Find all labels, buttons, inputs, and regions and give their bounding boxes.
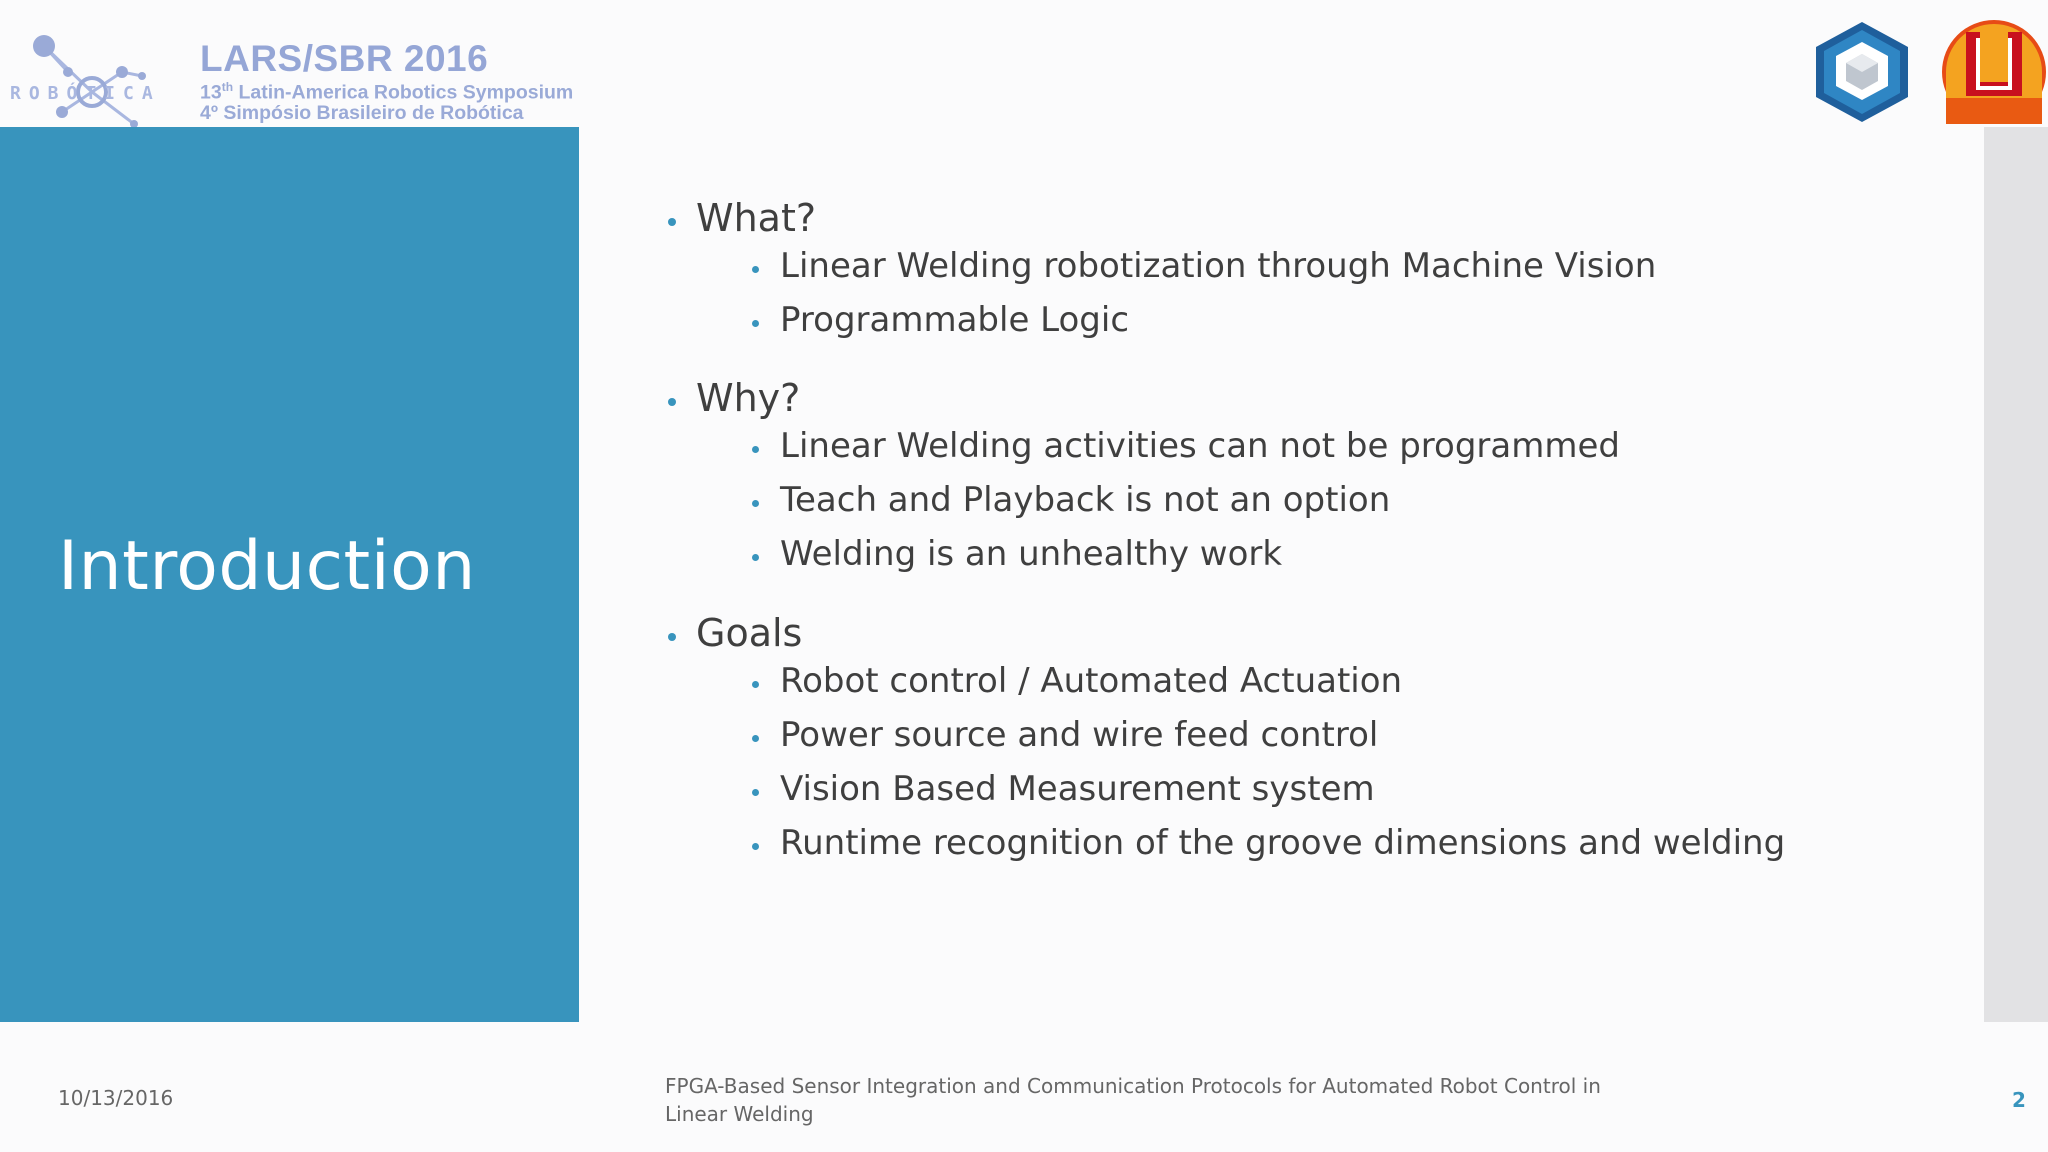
robotica-logo-icon: ROBÓTICA <box>10 35 161 128</box>
bullet-dot <box>668 398 676 406</box>
title-panel <box>0 127 579 1022</box>
sub-bullet: Teach and Playback is not an option <box>780 480 1391 520</box>
section-title: Introduction <box>58 527 476 606</box>
bullet-dot <box>752 843 759 850</box>
sub-bullet: Robot control / Automated Actuation <box>780 661 1403 701</box>
bullet-what: What? <box>696 196 817 240</box>
bullet-goals: Goals <box>696 611 803 655</box>
event-subtitle-en: 13th Latin-America Robotics Symposium <box>200 80 574 104</box>
bullet-dot <box>668 633 676 641</box>
right-decor-strip <box>1984 127 2048 1022</box>
footer-date: 10/13/2016 <box>58 1086 174 1110</box>
bullet-dot <box>752 320 759 327</box>
svg-text:ROBÓTICA: ROBÓTICA <box>10 82 161 104</box>
sub-bullet: Linear Welding robotization through Mach… <box>780 246 1657 286</box>
bullet-dot <box>752 681 759 688</box>
sub-bullet: Vision Based Measurement system <box>780 769 1375 809</box>
lars-sbr-logo: ROBÓTICA LARS/SBR 2016 13th Latin-Americ… <box>0 26 590 130</box>
event-title: LARS/SBR 2016 <box>200 38 489 79</box>
sub-bullet: Power source and wire feed control <box>780 715 1379 755</box>
footer-title: FPGA-Based Sensor Integration and Commun… <box>665 1074 1601 1126</box>
cube-shield-icon <box>1816 22 1908 122</box>
bullet-dot <box>668 218 676 226</box>
bullet-why: Why? <box>696 376 801 420</box>
sub-bullet: Welding is an unhealthy work <box>780 534 1283 574</box>
bullet-dot <box>752 735 759 742</box>
bullet-dot <box>752 554 759 561</box>
page-number: 2 <box>2012 1088 2026 1112</box>
sub-bullet: Linear Welding activities can not be pro… <box>780 426 1620 466</box>
event-subtitle-pt: 4º Simpósio Brasileiro de Robótica <box>200 102 524 124</box>
bullet-dot <box>752 446 759 453</box>
bullet-dot <box>752 789 759 796</box>
sub-bullet: Programmable Logic <box>780 300 1130 340</box>
sub-bullet: Runtime recognition of the groove dimens… <box>780 823 1786 863</box>
u-shield-icon <box>1942 20 2046 124</box>
bullet-dot <box>752 266 759 273</box>
bullet-dot <box>752 500 759 507</box>
